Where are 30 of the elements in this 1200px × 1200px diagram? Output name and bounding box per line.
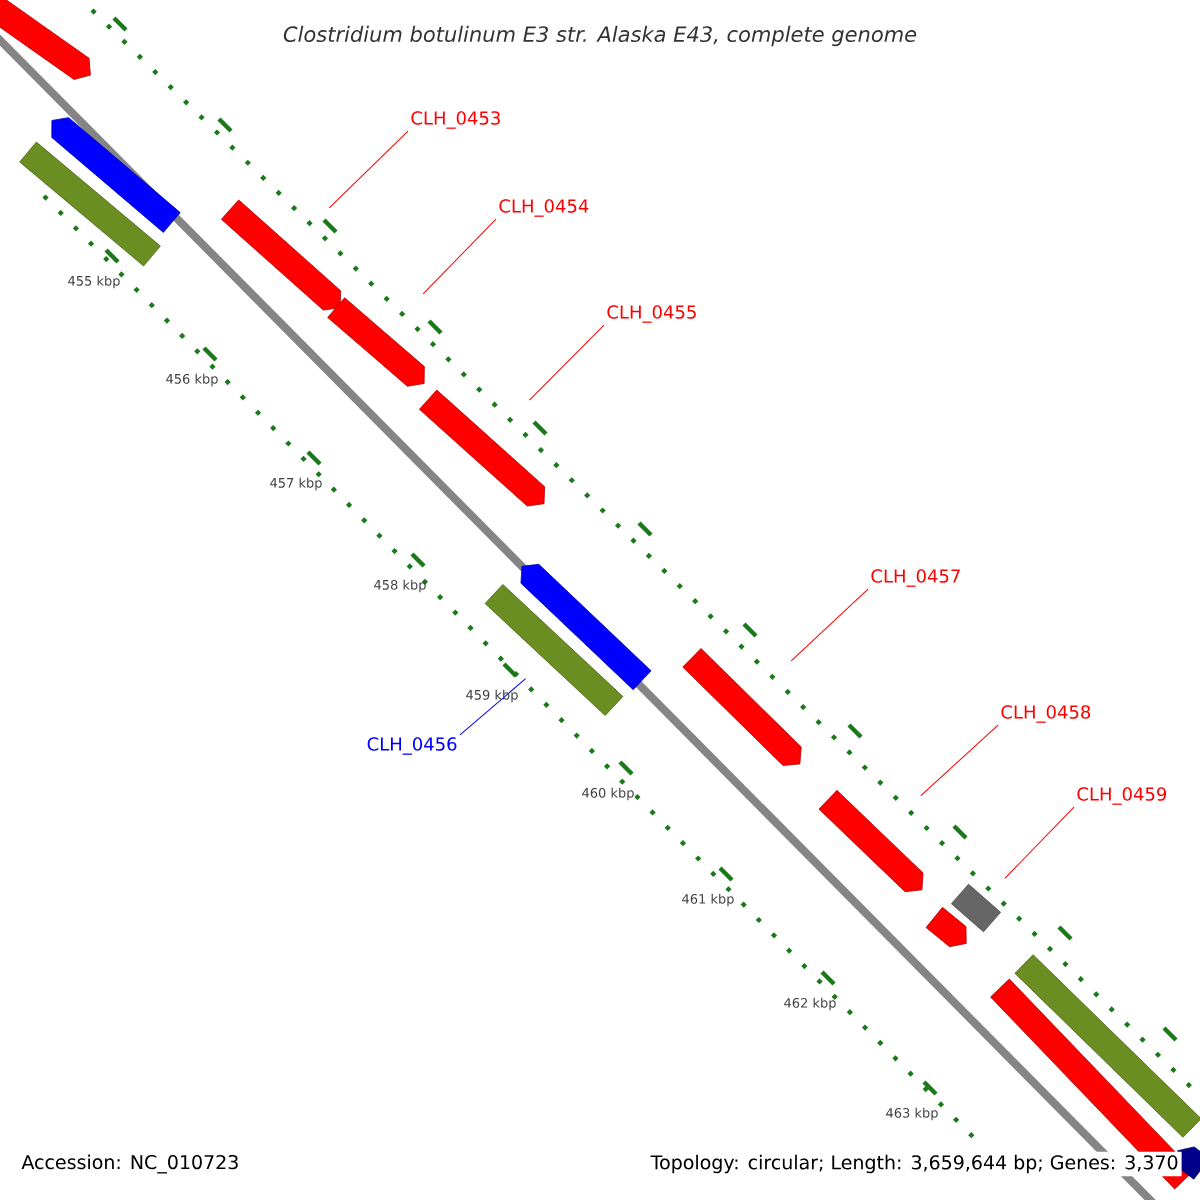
leader-line <box>1004 806 1075 879</box>
gene-block <box>682 648 802 766</box>
gene-block <box>520 563 652 691</box>
gene-block <box>925 906 967 948</box>
gene-block <box>19 141 161 267</box>
footer-text: Topology: circular; Length: 3,659,644 bp; Genes: 3,370 <box>647 1151 1182 1177</box>
gene-block <box>0 0 91 80</box>
leader-line <box>422 218 497 295</box>
footer-text: Accession: NC_010723 <box>18 1151 243 1177</box>
leader-line <box>790 588 869 662</box>
leader-line <box>920 724 999 797</box>
gene-label: CLH_0453 <box>411 111 500 129</box>
gene-block <box>327 297 425 387</box>
leader-line <box>529 324 605 401</box>
title: Clostridium botulinum E3 str. Alaska E43, complete genome <box>283 25 917 47</box>
gene-label: CLH_0456 <box>367 737 457 755</box>
gene-label: CLH_0454 <box>499 199 589 217</box>
gene-block <box>951 883 1001 933</box>
gene-block <box>1014 954 1200 1138</box>
leader-line <box>328 130 409 209</box>
gene-block <box>1177 1146 1200 1180</box>
gene-label: CLH_0457 <box>871 569 960 587</box>
leader-line <box>459 678 527 736</box>
gene-block <box>221 199 341 311</box>
gene-label: CLH_0458 <box>1001 705 1091 723</box>
gene-block <box>51 117 181 233</box>
gene-block <box>419 389 545 507</box>
gene-label: CLH_0455 <box>607 305 696 323</box>
gene-block <box>818 789 924 893</box>
gene-label: CLH_0459 <box>1077 787 1167 805</box>
